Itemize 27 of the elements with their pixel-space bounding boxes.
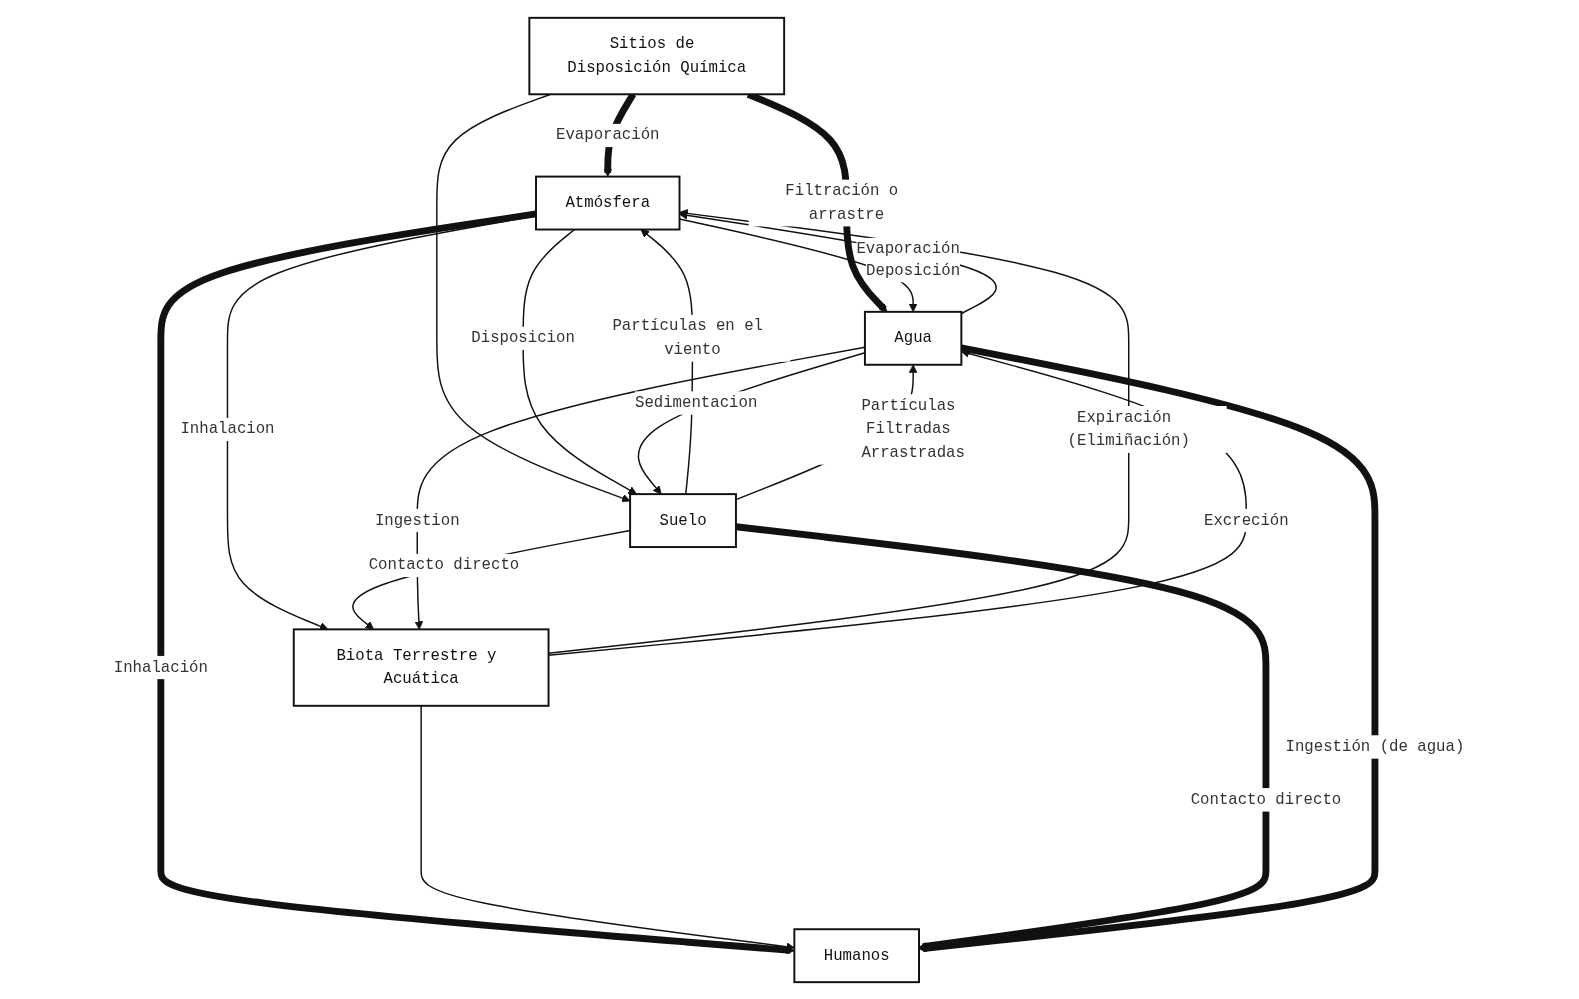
edge-label: Evaporación — [556, 126, 660, 144]
edge-label: Contacto directo — [1191, 790, 1342, 809]
node-box: Atmósfera — [535, 175, 681, 230]
arrow — [548, 208, 1130, 654]
node-box: Biota Terrestre y Acuática — [293, 627, 550, 707]
arrow — [436, 93, 631, 502]
edge-label: Inhalación — [114, 658, 209, 676]
node-box: Sitios de Disposición Química — [528, 16, 786, 95]
arrow — [919, 343, 1379, 952]
arrow — [522, 228, 638, 494]
edge-label: Deposición — [866, 261, 961, 279]
edge-label: Expiración (Elimiñación) — [1068, 408, 1191, 450]
edge-label: Excreción — [1204, 511, 1290, 529]
edge-label: Inhalacion — [180, 420, 275, 438]
edge-label: Ingestión (de agua) — [1285, 737, 1465, 756]
node-box: Humanos — [793, 927, 921, 983]
edge-label: Partículas en el viento — [612, 317, 764, 359]
edge-label: Evaporación — [856, 240, 961, 258]
node-box: Agua — [864, 310, 963, 366]
edge-label: Partículas Filtradas Arrastradas — [861, 396, 966, 462]
edge-label: Ingestion — [375, 511, 461, 529]
edge-label: Sedimentacion — [635, 393, 758, 412]
node-box: Suelo — [629, 492, 738, 548]
edge-label: Disposicion — [471, 328, 576, 347]
edge-label: Filtración o arrastre — [785, 181, 899, 224]
edge-label: Contacto directo — [369, 556, 520, 574]
arrow — [736, 522, 1270, 950]
